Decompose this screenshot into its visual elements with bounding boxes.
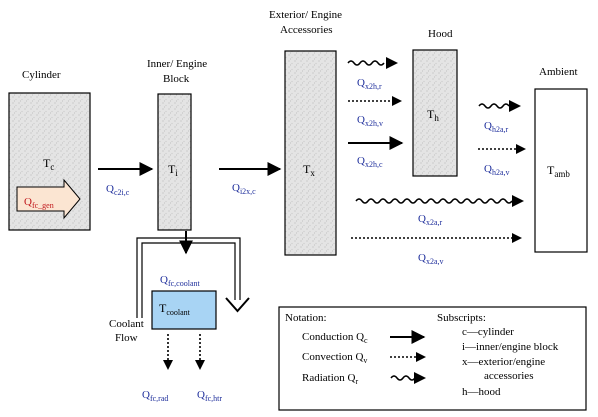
ambient-title: Ambient <box>539 66 578 78</box>
subscript-line-5: h—hood <box>462 386 501 398</box>
q-fc-rad-label: Qfc,rad <box>142 389 168 403</box>
fuel-generation-arrow: Qfc_gen <box>16 178 81 220</box>
exterior-block: Exterior/ Engine Accessories Tx <box>269 9 342 256</box>
exterior-title-line1: Exterior/ Engine <box>269 9 342 21</box>
q-c2i-c-label: Qc2i,c <box>106 183 130 197</box>
q-x2h-r-label: Qx2h,r <box>357 77 382 91</box>
exterior-title-line2: Accessories <box>280 24 333 36</box>
inner-block: Inner/ Engine Block Ti <box>147 58 207 231</box>
ambient-block: Ambient Tamb <box>534 66 588 253</box>
legend-box: Notation: Conduction Qc Convection Qv Ra… <box>278 306 587 411</box>
q-h2a-v-label: Qh2a,v <box>484 163 510 177</box>
q-fc-htr-label: Qfc,htr <box>197 389 222 403</box>
inner-title-line1: Inner/ Engine <box>147 58 207 70</box>
radiation-arrow-x2a <box>355 198 513 204</box>
cylinder-temperature: Tc <box>43 156 54 172</box>
q-x2h-c-label: Qx2h,c <box>357 155 383 169</box>
hood-title: Hood <box>428 28 453 40</box>
coolant-box <box>151 290 217 330</box>
legend-radiation-arrow <box>390 375 416 381</box>
subscript-line-3: x—exterior/engine <box>462 356 545 368</box>
exterior-temperature: Tx <box>303 162 315 178</box>
notation-title: Notation: <box>285 312 327 324</box>
subscript-line-1: c—cylinder <box>462 326 514 338</box>
coolant-flow-label-line2: Flow <box>115 332 138 344</box>
coolant-flow-label-line1: Coolant <box>109 318 144 330</box>
inner-title-line2: Block <box>163 73 190 85</box>
q-x2a-r-label: Qx2a,r <box>418 213 443 227</box>
cylinder-title: Cylinder <box>22 69 61 81</box>
cylinder-block: Cylinder Tc Qfc_gen <box>8 69 91 231</box>
legend-convection-label: Convection Qv <box>302 351 367 365</box>
q-x2a-v-label: Qx2a,v <box>418 252 444 266</box>
subscripts-title: Subscripts: <box>437 312 486 324</box>
coolant-loop: Qfc,coolant Tcoolant Coolant Flow Qfc,ra… <box>109 231 250 403</box>
legend-conduction-label: Conduction Qc <box>302 331 368 345</box>
q-h2a-r-label: Qh2a,r <box>484 120 509 134</box>
hood-temperature: Th <box>427 107 439 123</box>
radiation-arrow-x2h <box>347 60 385 66</box>
q-fc-gen-label: Qfc_gen <box>24 196 54 210</box>
hood-block: Hood Th <box>412 28 458 177</box>
coolant-temperature: Tcoolant <box>159 301 191 317</box>
radiation-arrow-h2a <box>478 103 510 109</box>
q-i2x-c-label: Qi2x,c <box>232 182 256 196</box>
q-fc-coolant-label: Qfc,coolant <box>160 274 200 288</box>
ambient-temperature: Tamb <box>547 163 570 179</box>
legend-radiation-label: Radiation Qr <box>302 372 358 386</box>
subscript-line-4: accessories <box>484 370 533 382</box>
q-x2h-v-label: Qx2h,v <box>357 114 383 128</box>
subscript-line-2: i—inner/engine block <box>462 341 559 353</box>
inner-temperature: Ti <box>168 162 178 178</box>
